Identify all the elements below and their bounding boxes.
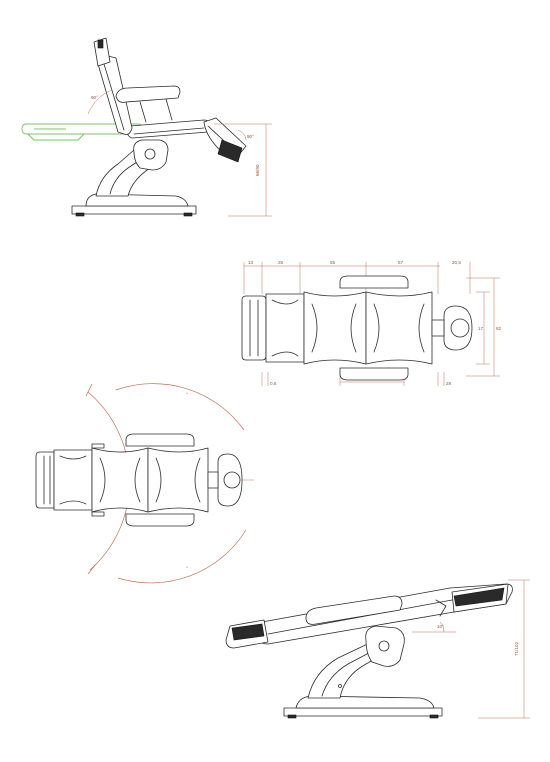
side-view-tilted: 10° 71/102 (225, 579, 530, 719)
label-height-tilt: 71/102 (514, 642, 519, 656)
headrest-bracket (97, 39, 104, 49)
label-height-side: 66/90 (255, 164, 260, 176)
tilt-motor-housing (365, 625, 405, 667)
base-foot-right (183, 212, 193, 217)
label-back-angle: 90° (91, 95, 98, 100)
seat-section-top (303, 291, 367, 365)
seat-cushion (127, 119, 211, 139)
back-section-top (365, 291, 433, 365)
dim-top-4: 57 (398, 260, 404, 265)
headrest-rot (217, 453, 243, 507)
dim-right-outer: 82 (496, 326, 502, 331)
tilt-headrest-pad (453, 587, 505, 607)
base-plate (71, 205, 197, 215)
armrest (115, 85, 181, 103)
footrest-rot (35, 451, 55, 509)
top-view-dimensioned: 13 28 55 57 20,5 17 82 0,6 55 28 (241, 260, 502, 386)
armrest-top-lower (339, 367, 409, 381)
dim-top-2: 28 (278, 260, 284, 265)
dim-bottom-1: 0,6 (270, 381, 277, 386)
arc-label-top: ° (186, 392, 188, 397)
armrest-rot-upper (125, 433, 195, 447)
headrest-top (443, 305, 473, 351)
side-view-chair: 90° 90° 66/90 (21, 37, 272, 217)
dim-top-5: 20,5 (452, 260, 461, 265)
dim-top-1: 13 (248, 260, 254, 265)
arc-label-bottom: ° (186, 566, 188, 571)
dim-top-3: 55 (330, 260, 336, 265)
base-foot-left (75, 212, 85, 217)
tilt-base-plate (283, 707, 443, 717)
top-view-rotation: ° ° (35, 383, 254, 584)
motor-housing (133, 139, 169, 171)
leg-rest-pad (217, 139, 243, 163)
dim-bottom-3: 28 (446, 381, 452, 386)
label-leg-angle: 90° (247, 134, 254, 139)
seat-section-rot (91, 447, 149, 513)
footrest-top (241, 295, 267, 361)
label-tilt-angle: 10° (437, 624, 444, 629)
tilt-armrest (305, 595, 403, 625)
armrest-top-upper (339, 275, 409, 289)
armrest-rot-lower (125, 513, 195, 527)
tilt-pedestal (295, 695, 435, 709)
back-section-rot (147, 447, 209, 513)
base-pedestal (85, 193, 189, 207)
tilt-footrest-pad (231, 623, 265, 641)
dim-right-inner: 17 (478, 326, 484, 331)
